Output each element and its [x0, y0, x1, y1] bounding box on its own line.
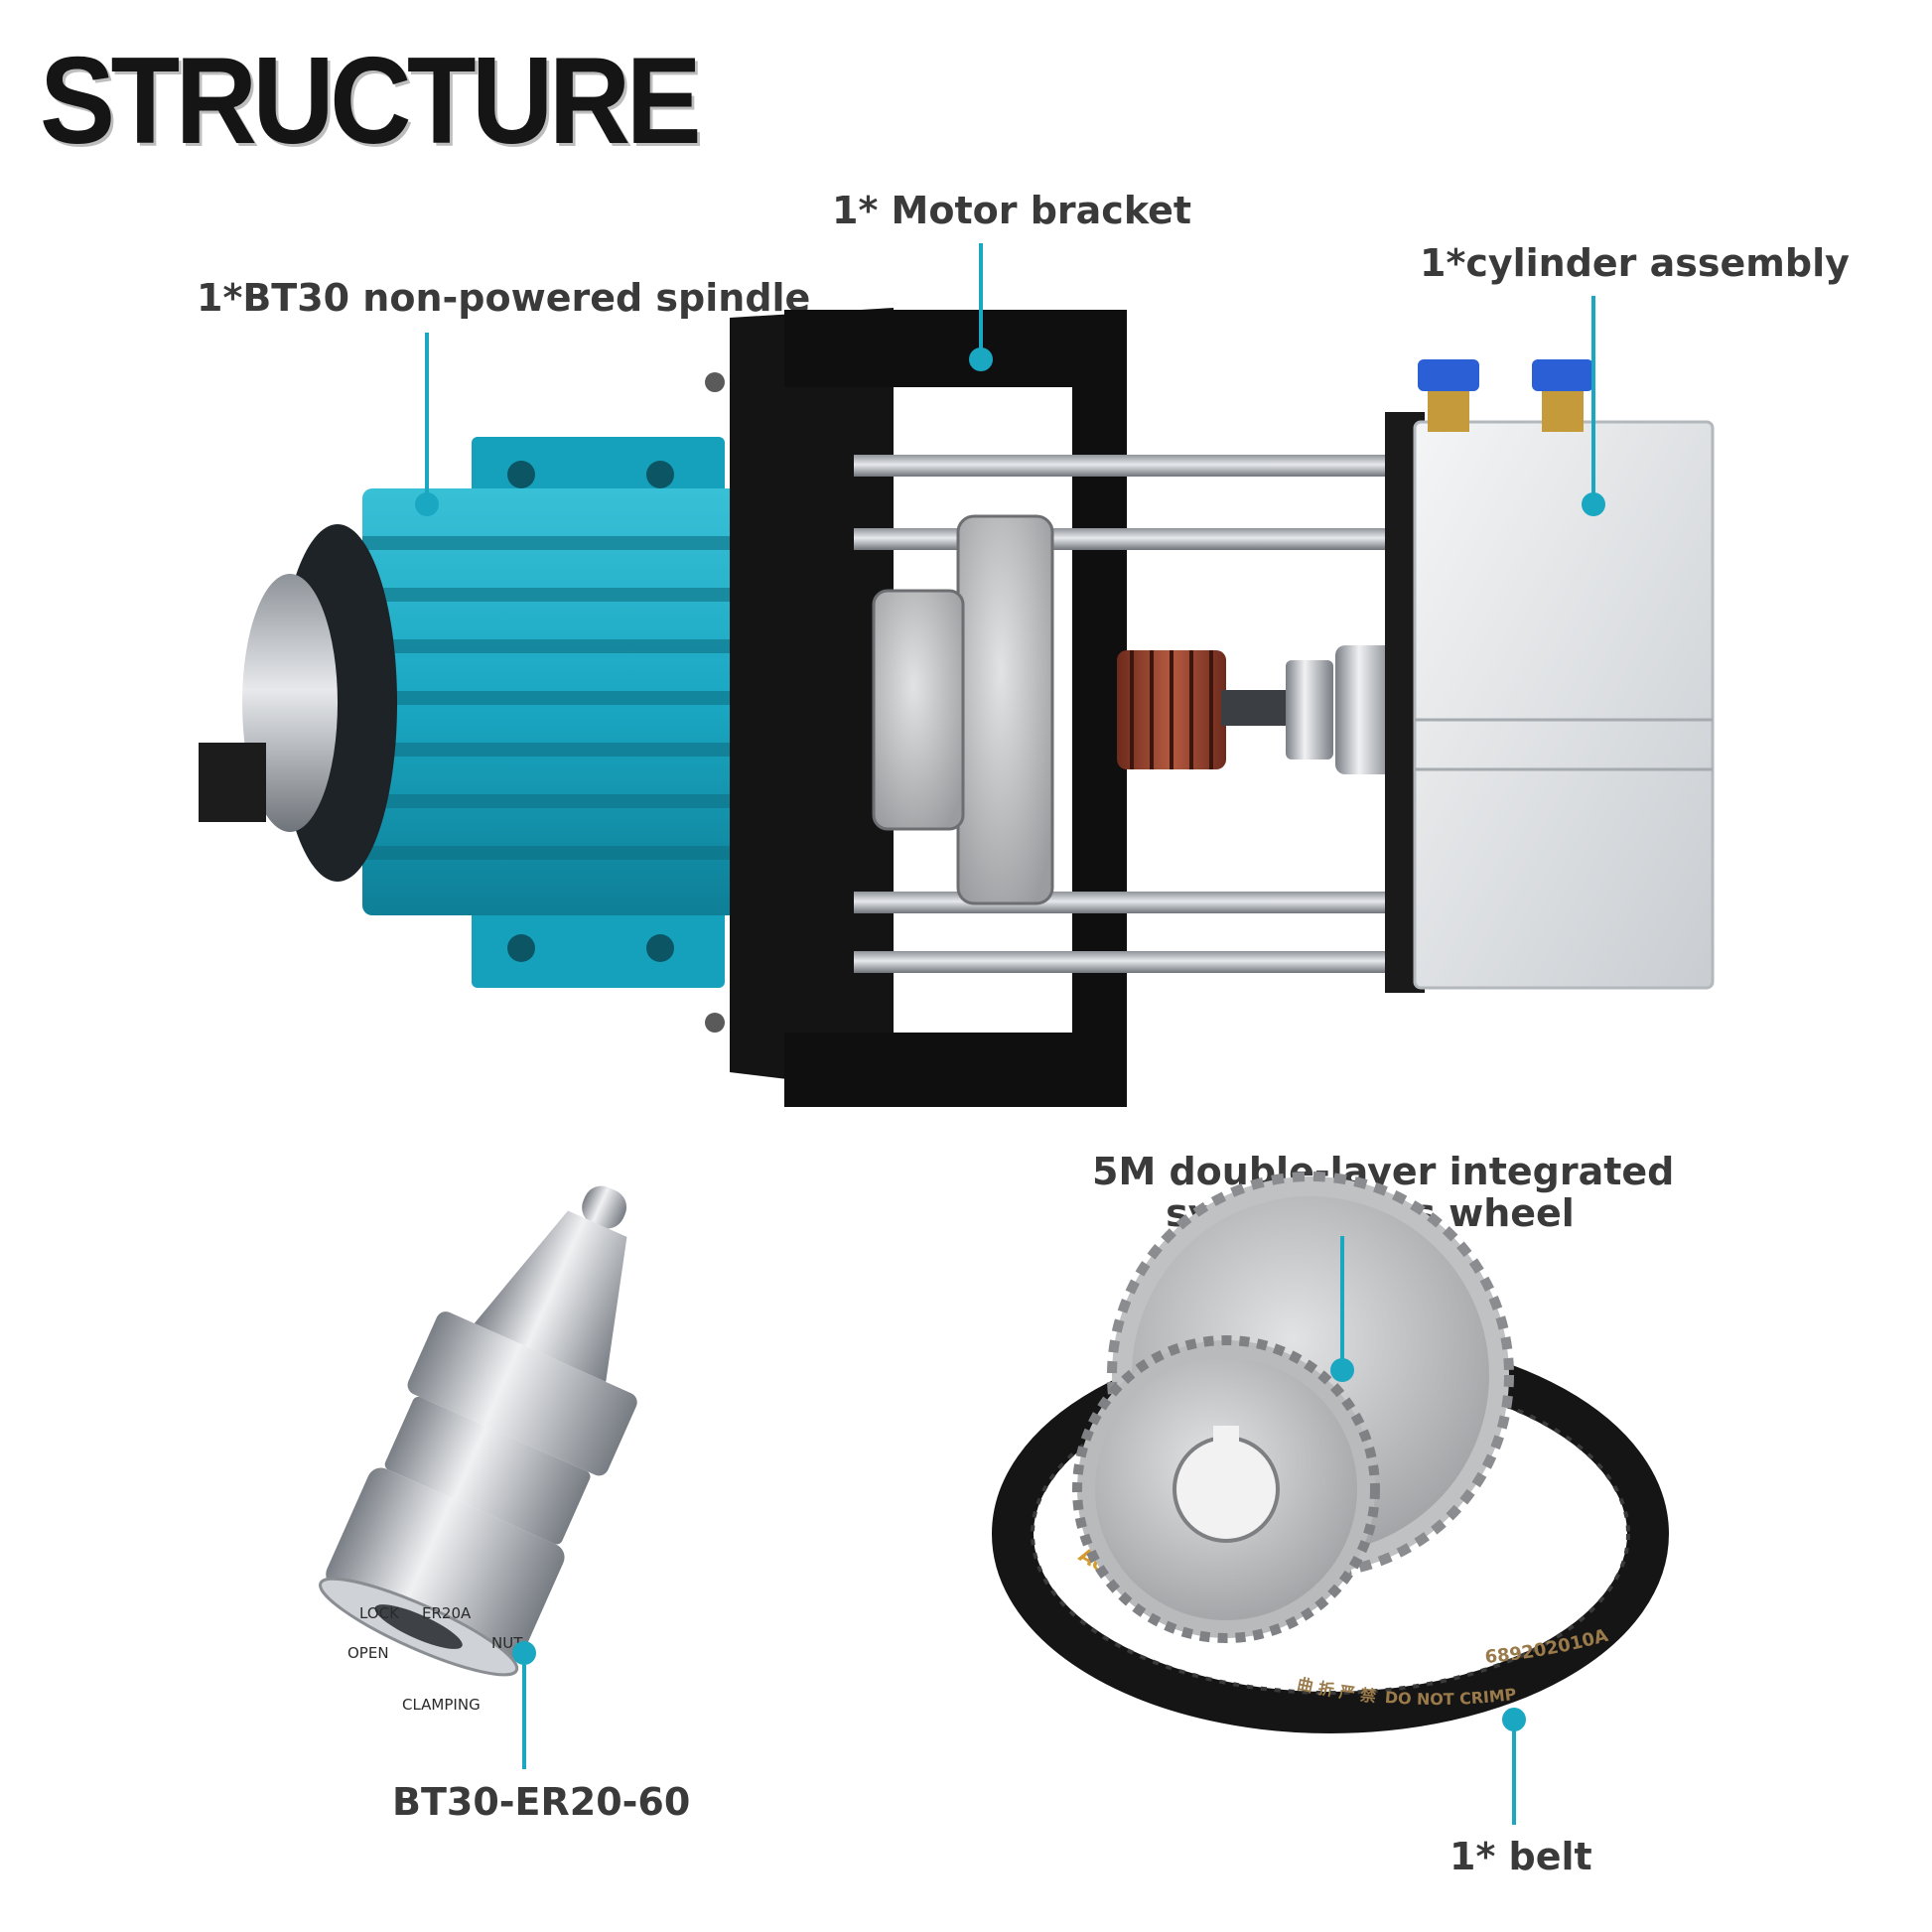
bt30-taper [474, 1210, 627, 1382]
cylinder-assembly [1385, 359, 1715, 993]
marking-open: OPEN [347, 1644, 389, 1662]
inner-drive [872, 514, 1395, 905]
guide-rod [854, 455, 1390, 477]
bolt-hole [646, 934, 674, 962]
guide-rod [854, 528, 1390, 550]
marking-lock: LOCK [359, 1604, 400, 1622]
callout-dot-motor-bracket [969, 347, 993, 371]
inner-sync-wheel-small [872, 589, 965, 831]
guide-rods [854, 455, 1390, 973]
callout-dot-cylinder [1582, 492, 1605, 516]
spindle-assembly [199, 437, 799, 988]
page-title: STRUCTURE [40, 33, 702, 170]
collet-nut [326, 1467, 565, 1664]
wheel-bore [1173, 1436, 1280, 1543]
cooling-fin [362, 846, 799, 860]
label-belt: 1* belt [1449, 1835, 1592, 1878]
guide-rod [854, 892, 1390, 913]
callout-dot-spindle [415, 492, 439, 516]
bracket-u-frame [784, 310, 1127, 1107]
label-tool-holder: BT30-ER20-60 [392, 1780, 691, 1824]
guide-rod [854, 951, 1390, 973]
lock-nut [1286, 660, 1333, 759]
drive-key [199, 743, 266, 822]
bracket-rear-plate [730, 308, 894, 1092]
piston-rod-end [1335, 645, 1395, 774]
cooling-fin [362, 794, 799, 808]
wheel-keyway [1213, 1426, 1239, 1448]
label-spindle: 1*BT30 non-powered spindle [197, 276, 811, 320]
bolt-hole [507, 934, 535, 962]
tool-holder [319, 1185, 637, 1677]
callout-dot-belt [1502, 1708, 1526, 1731]
synchronous-wheel [1072, 1172, 1514, 1643]
label-cylinder-assembly: 1*cylinder assembly [1420, 241, 1850, 285]
marking-clamping: CLAMPING [402, 1696, 481, 1714]
air-fitting [1428, 387, 1469, 432]
air-fitting-collar [1418, 359, 1479, 391]
motor-bracket [705, 308, 1127, 1107]
callout-dot-tool-holder [512, 1641, 536, 1665]
inner-sync-wheel-large [956, 514, 1054, 905]
air-fitting [1542, 387, 1584, 432]
bolt-hole [507, 461, 535, 488]
cooling-fin [362, 588, 799, 602]
cooling-fin [362, 639, 799, 653]
cooling-fin [362, 536, 799, 550]
collet-bore [374, 1604, 463, 1649]
retention-knob [582, 1185, 627, 1229]
callout-dot-wheel [1330, 1358, 1354, 1382]
cylinder-body [1413, 420, 1715, 990]
bracket-bolt [705, 1013, 725, 1033]
air-fitting-collar [1532, 359, 1593, 391]
cooling-fin [362, 743, 799, 757]
holder-shank [384, 1396, 591, 1545]
flange-groove [407, 1311, 637, 1476]
label-motor-bracket: 1* Motor bracket [832, 189, 1192, 232]
bracket-bolt [705, 372, 725, 392]
marking-er20a: ER20A [422, 1604, 472, 1622]
callouts [415, 243, 1605, 1825]
cooling-fin [362, 691, 799, 705]
bolt-hole [646, 461, 674, 488]
